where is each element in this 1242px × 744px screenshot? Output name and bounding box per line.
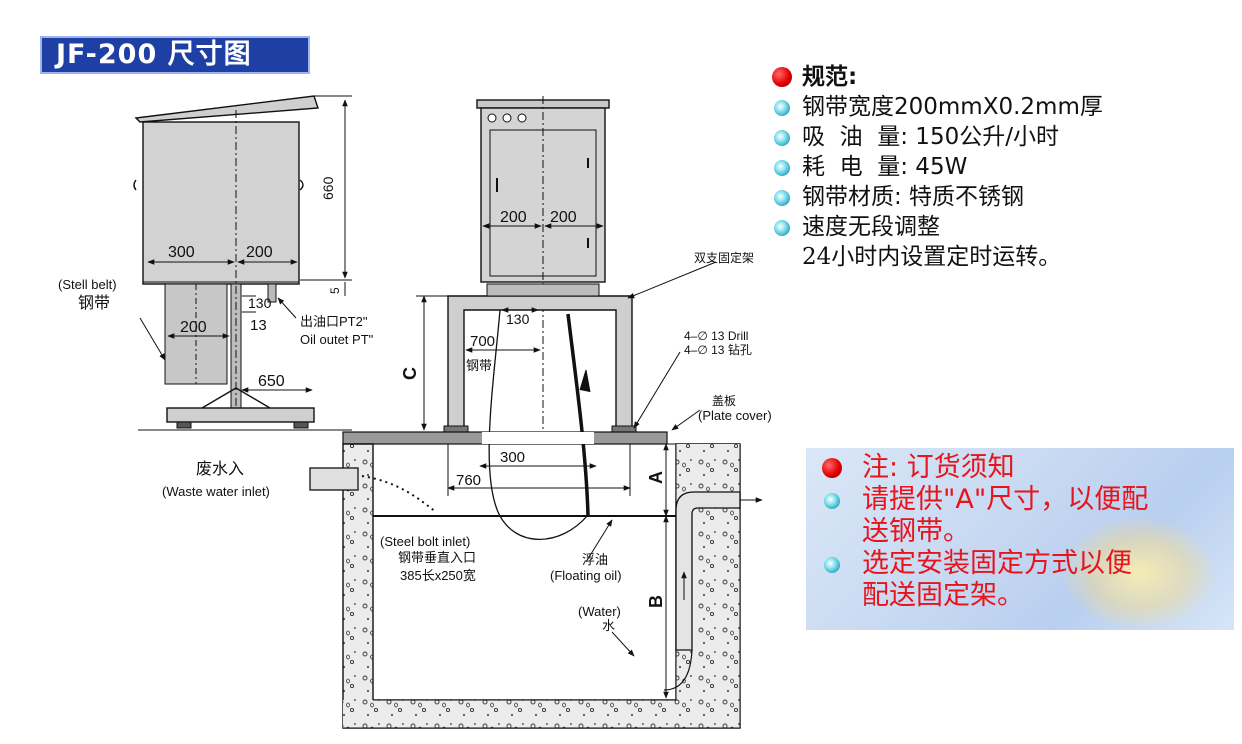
dim-650: 650 (258, 373, 285, 390)
dim-130-front: 130 (506, 311, 530, 327)
spec-item-text: 钢带宽度200mmX0.2mm厚 (802, 94, 1103, 120)
diagram-title: JF-200 尺寸图 (40, 36, 310, 74)
spec-heading-text: 规范: (802, 64, 858, 90)
steel-bolt-size: 385长x250宽 (400, 568, 476, 583)
cyan-bullet-icon (774, 100, 790, 116)
dim-5: 5 (328, 287, 342, 294)
plate-cover-cn: 盖板 (712, 394, 736, 408)
notice-item: 选定安装固定方式以便 (806, 548, 1234, 580)
notice-item-text: 选定安装固定方式以便 (862, 548, 1132, 579)
stell-belt-en: (Stell belt) (58, 277, 117, 292)
label-a: A (646, 471, 666, 484)
spec-item-text: 速度无段调整 (802, 214, 940, 240)
spec-item-text: 耗 电 量: 45W (802, 154, 968, 180)
dim-130-left: 130 (248, 295, 272, 311)
label-c: C (400, 367, 420, 380)
red-bullet-icon (822, 458, 842, 478)
notice-item-text: 请提供"A"尺寸，以便配 (862, 484, 1149, 515)
spec-item: 速度无段调整 (770, 212, 1230, 242)
notice-heading: 注: 订货须知 (806, 452, 1234, 484)
water-cn: 水 (602, 618, 615, 633)
oil-outlet-en: Oil outet PT" (300, 332, 374, 347)
spec-item-text: 钢带材质: 特质不锈钢 (802, 184, 1025, 210)
belt-cn-label: 钢带 (466, 358, 492, 373)
spec-list: 规范: 钢带宽度200mmX0.2mm厚 吸 油 量: 150公升/小时 耗 电… (770, 62, 1230, 272)
dim-200-front-a: 200 (500, 209, 527, 226)
decorative-glow (1064, 518, 1214, 628)
dim-200-front-b: 200 (550, 209, 577, 226)
dim-300-tank: 300 (500, 449, 525, 466)
drill-cn: 4–∅ 13 钻孔 (684, 342, 752, 357)
cyan-bullet-icon (774, 190, 790, 206)
order-notice-panel: 注: 订货须知 请提供"A"尺寸，以便配 送钢带。 选定安装固定方式以便 配送固… (806, 448, 1234, 630)
notice-item-continued: 配送固定架。 (862, 580, 1024, 611)
drill-en: 4–∅ 13 Drill (684, 329, 748, 343)
front-view-cabinet (476, 99, 610, 283)
cyan-bullet-icon (774, 130, 790, 146)
label-b: B (646, 595, 666, 608)
notice-item: 请提供"A"尺寸，以便配 (806, 484, 1234, 516)
waste-water-cn: 废水入 (196, 460, 244, 478)
waste-water-en: (Waste water inlet) (162, 484, 270, 499)
side-view-cabinet (133, 95, 319, 285)
dim-760: 760 (456, 472, 481, 489)
oil-outlet-cn: 出油口PT2" (300, 314, 368, 329)
spec-note: 24小时内设置定时运转。 (802, 244, 1062, 270)
double-bracket-frame (443, 283, 637, 433)
dim-13: 13 (250, 317, 267, 334)
spec-item: 钢带宽度200mmX0.2mm厚 (770, 92, 1230, 122)
cyan-bullet-icon (824, 557, 840, 573)
spec-item-text: 吸 油 量: 150公升/小时 (802, 124, 1059, 150)
cyan-bullet-icon (824, 493, 840, 509)
steel-bolt-en: (Steel bolt inlet) (380, 534, 470, 549)
cyan-bullet-icon (774, 220, 790, 236)
plate-cover-en: (Plate cover) (698, 408, 772, 423)
notice-heading-text: 注: 订货须知 (862, 452, 1015, 483)
waste-tank (342, 431, 741, 729)
water-en: (Water) (578, 604, 621, 619)
spec-heading: 规范: (770, 62, 1230, 92)
dim-200-left: 200 (246, 244, 273, 261)
spec-item: 钢带材质: 特质不锈钢 (770, 182, 1230, 212)
floating-oil-en: (Floating oil) (550, 568, 622, 583)
stell-belt-cn: 钢带 (78, 294, 110, 312)
double-bracket-label: 双支固定架 (694, 250, 754, 265)
floating-oil-cn: 浮油 (582, 552, 608, 567)
spec-item: 耗 电 量: 45W (770, 152, 1230, 182)
cyan-bullet-icon (774, 160, 790, 176)
dim-700: 700 (470, 333, 495, 350)
dim-300-left: 300 (168, 244, 195, 261)
dim-200-belt: 200 (180, 319, 207, 336)
steel-bolt-cn: 钢带垂直入口 (398, 550, 476, 565)
red-bullet-icon (772, 67, 792, 87)
spec-item: 吸 油 量: 150公升/小时 (770, 122, 1230, 152)
dim-660: 660 (320, 176, 336, 200)
notice-item-continued: 送钢带。 (862, 516, 970, 547)
